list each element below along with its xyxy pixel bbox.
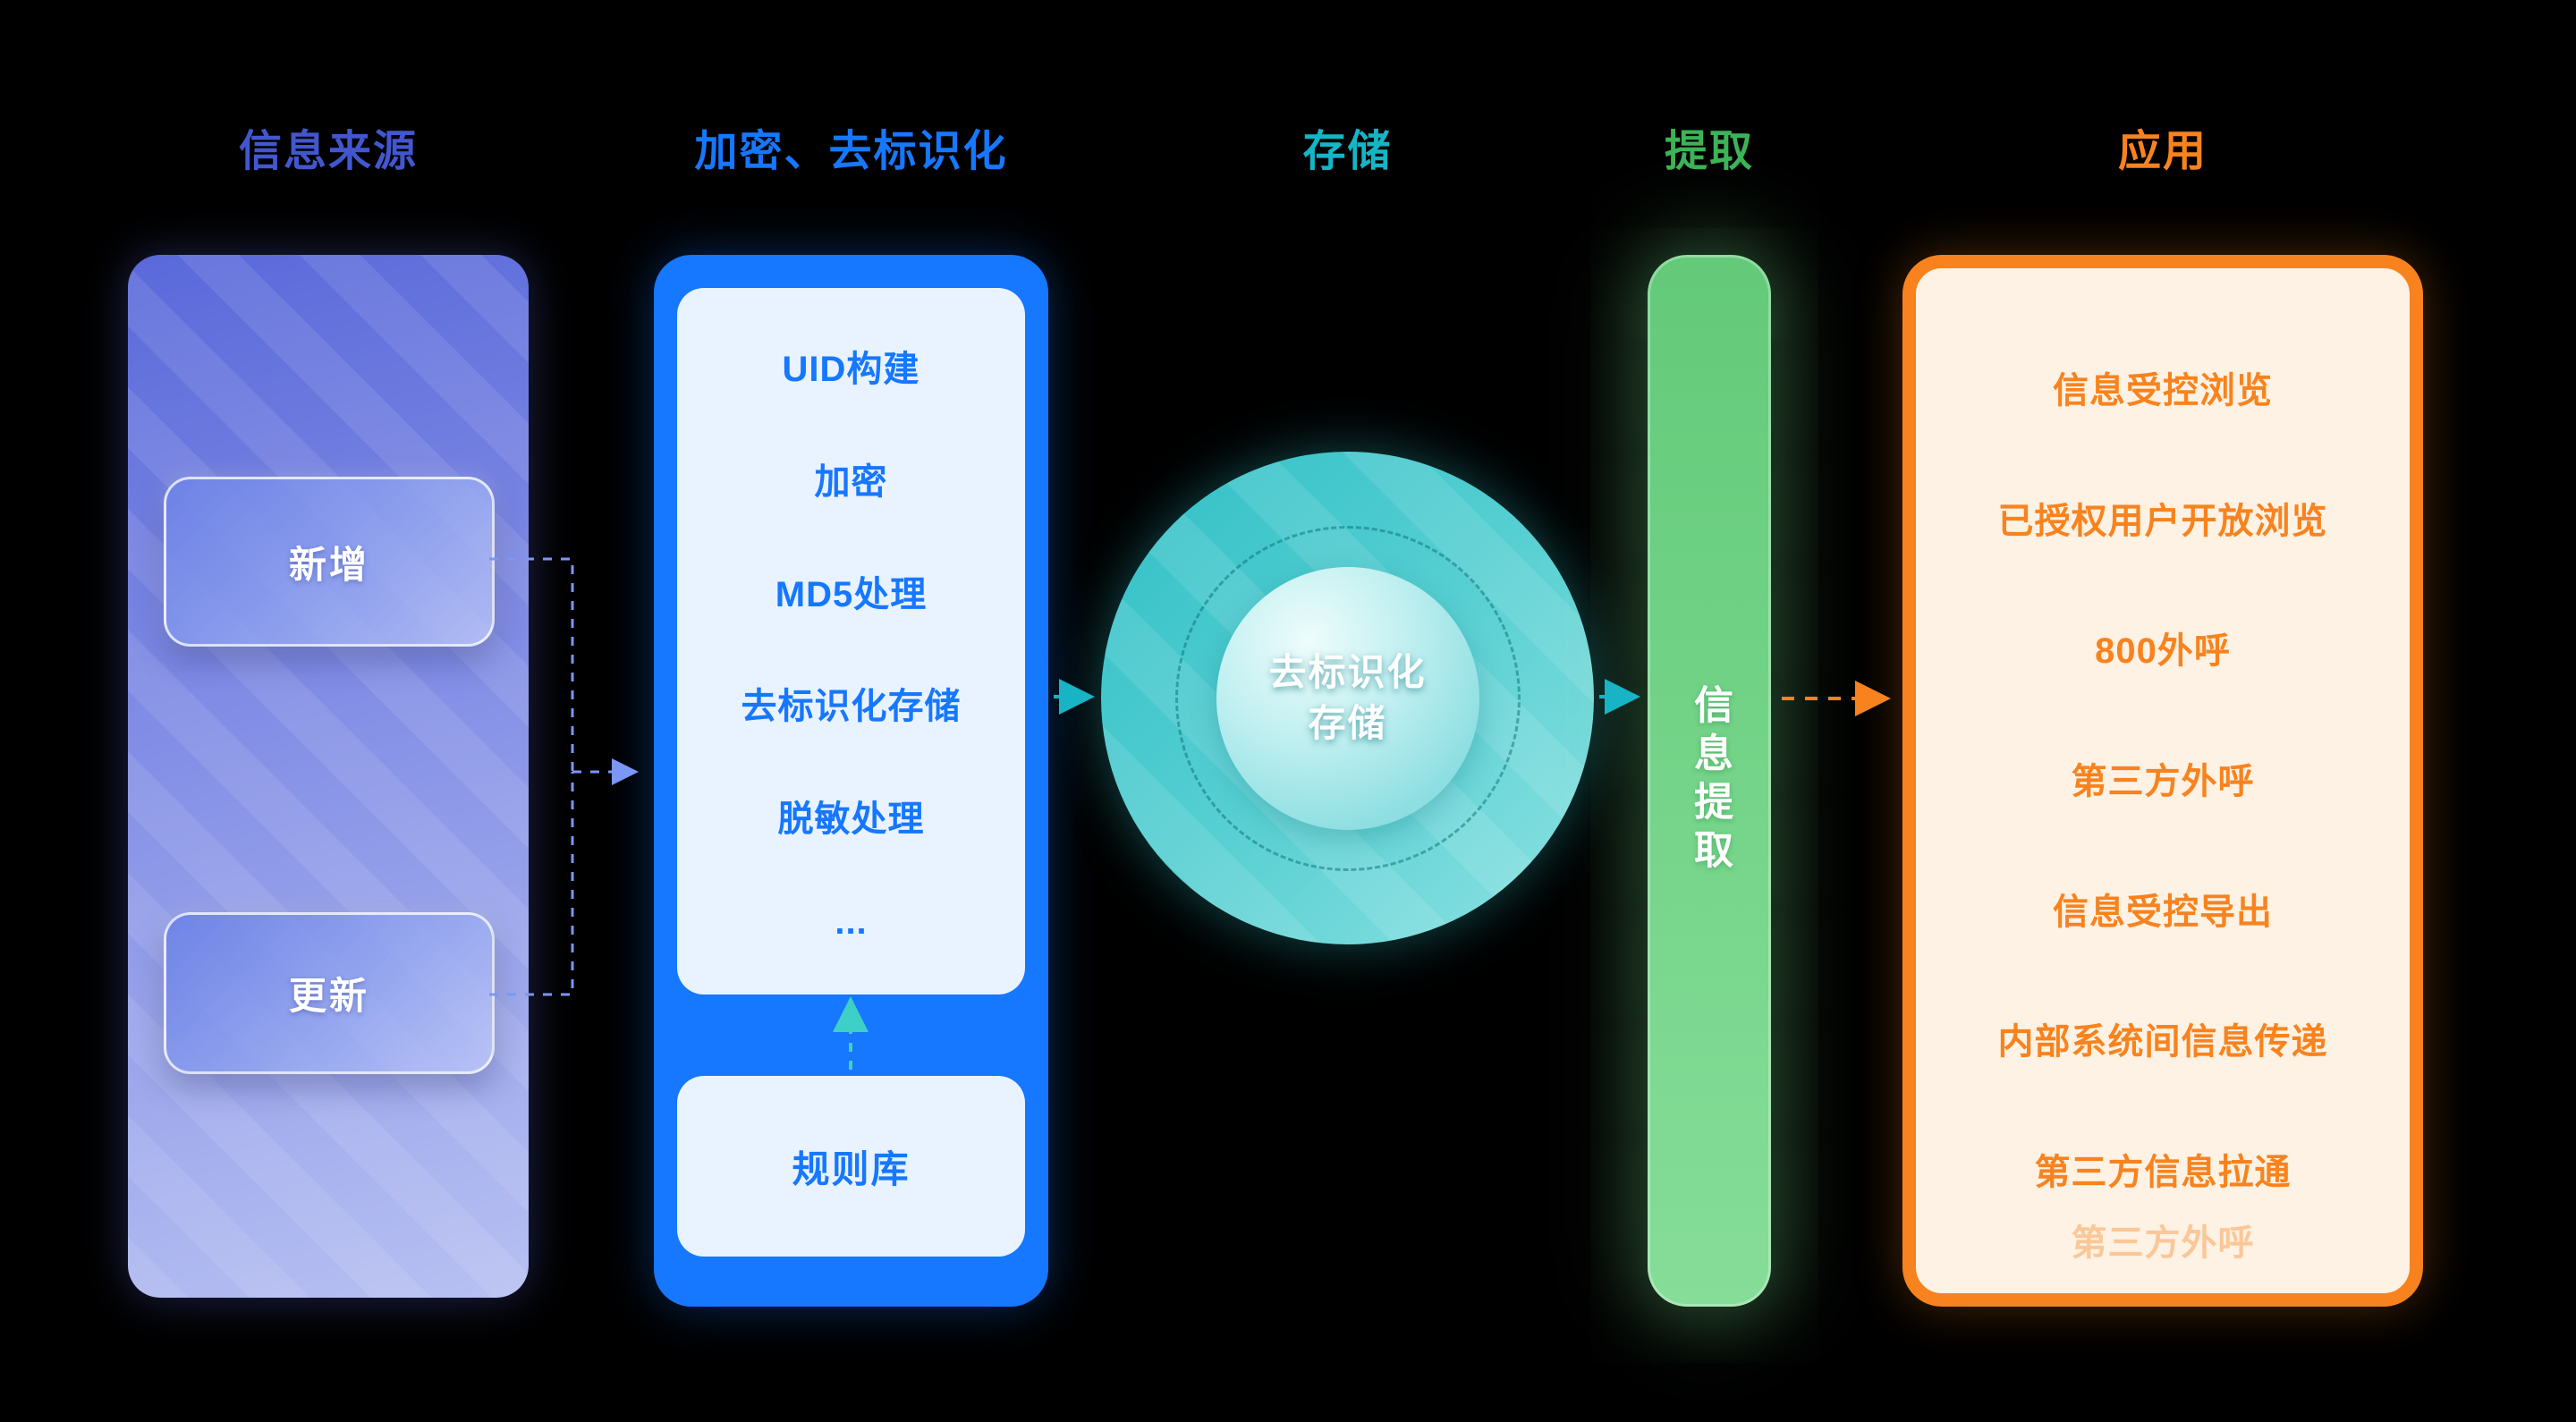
storage-label-line2: 存储 bbox=[1308, 701, 1387, 744]
encryption-step-encrypt: 加密 bbox=[814, 461, 888, 502]
column-header-source: 信息来源 bbox=[238, 128, 418, 175]
application-item-thirdparty-call: 第三方外呼 bbox=[2071, 762, 2255, 802]
source-item-new: 新增 bbox=[164, 477, 495, 647]
extraction-bar: 信息提取 bbox=[1648, 255, 1771, 1307]
storage-core: 去标识化 存储 bbox=[1216, 566, 1479, 830]
encryption-step-deid-store: 去标识化存储 bbox=[741, 687, 962, 727]
application-item-controlled-browse: 信息受控浏览 bbox=[2053, 370, 2273, 411]
column-header-application: 应用 bbox=[2117, 128, 2207, 175]
source-item-update: 更新 bbox=[164, 912, 495, 1074]
rule-library-label: 规则库 bbox=[792, 1147, 911, 1190]
source-panel: 新增 更新 bbox=[128, 255, 529, 1298]
column-header-storage: 存储 bbox=[1302, 128, 1393, 175]
column-header-encryption: 加密、去标识化 bbox=[694, 128, 1008, 175]
encryption-steps-card: UID构建 加密 MD5处理 去标识化存储 脱敏处理 ... bbox=[677, 288, 1025, 995]
storage-circle: 去标识化 存储 bbox=[1101, 452, 1594, 944]
extraction-label: 信息提取 bbox=[1688, 684, 1732, 877]
storage-dashed-ring: 去标识化 存储 bbox=[1174, 525, 1521, 871]
encryption-panel: UID构建 加密 MD5处理 去标识化存储 脱敏处理 ... 规则库 bbox=[654, 255, 1048, 1307]
encryption-step-md5: MD5处理 bbox=[775, 574, 928, 614]
column-header-extraction: 提取 bbox=[1664, 128, 1754, 175]
application-item-internal-transfer: 内部系统间信息传递 bbox=[1997, 1022, 2328, 1062]
application-item-thirdparty-call-faded: 第三方外呼 bbox=[2071, 1223, 2255, 1264]
application-panel: 信息受控浏览 已授权用户开放浏览 800外呼 第三方外呼 信息受控导出 内部系统… bbox=[1902, 255, 2423, 1307]
application-item-controlled-export: 信息受控导出 bbox=[2053, 892, 2273, 932]
encryption-step-ellipsis: ... bbox=[835, 902, 868, 943]
application-item-authorized-browse: 已授权用户开放浏览 bbox=[1997, 501, 2328, 541]
application-item-thirdparty-pull: 第三方信息拉通 bbox=[2034, 1153, 2292, 1193]
application-item-800-outbound: 800外呼 bbox=[2095, 631, 2231, 672]
storage-label-line1: 去标识化 bbox=[1268, 650, 1427, 693]
rule-library-card: 规则库 bbox=[677, 1076, 1025, 1257]
encryption-step-uid: UID构建 bbox=[782, 349, 920, 389]
encryption-step-mask: 脱敏处理 bbox=[777, 800, 925, 840]
